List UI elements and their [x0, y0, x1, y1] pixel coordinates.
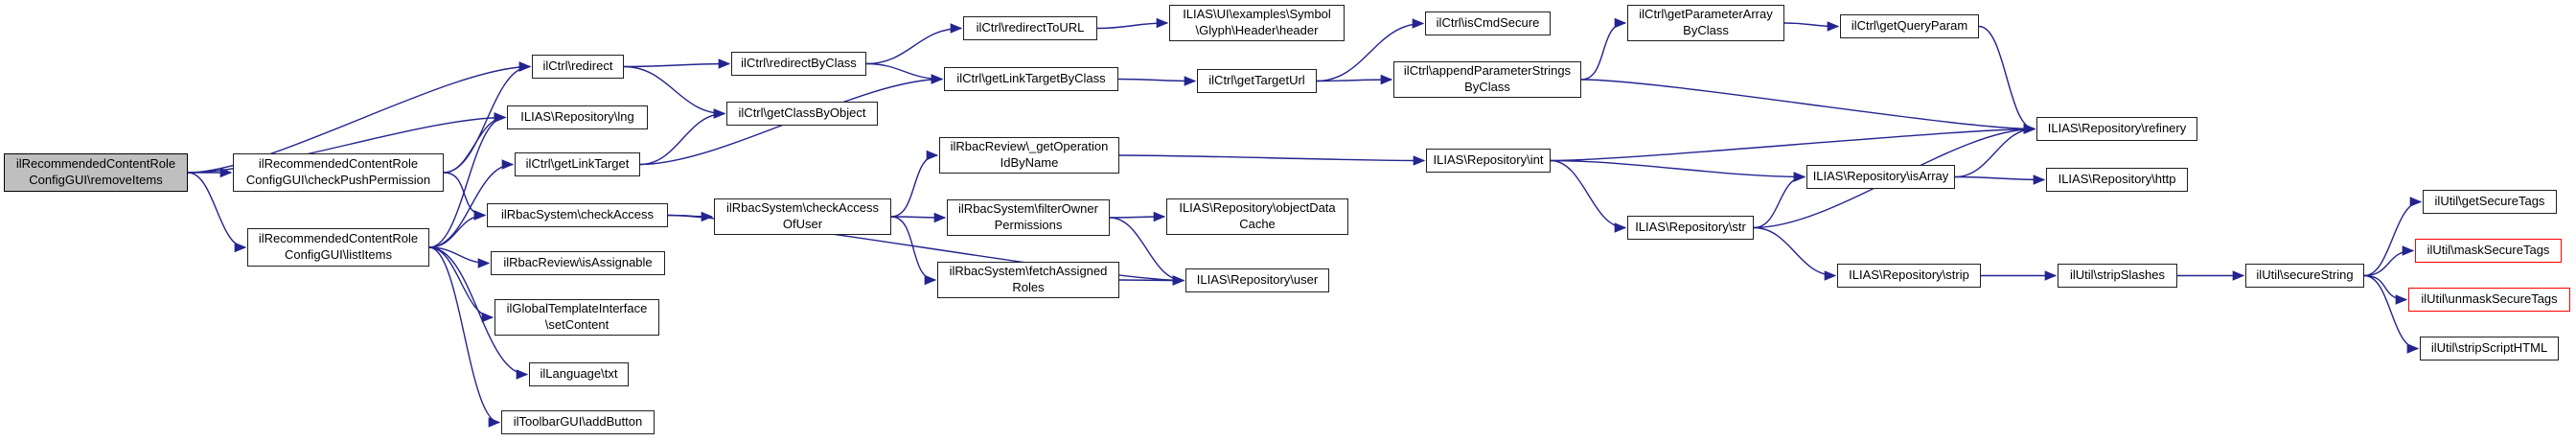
- graph-node-stripSlashes[interactable]: ilUtil\stripSlashes: [2058, 264, 2177, 288]
- graph-node-getQueryParam[interactable]: ilCtrl\getQueryParam: [1840, 14, 1979, 38]
- call-edge-appendParameterStringsByClass-getParameterArrayByClass: [1580, 17, 1627, 81]
- call-edge-redirectByClass-getLinkTargetByClass: [865, 62, 944, 84]
- graph-node-isAssignable[interactable]: ilRbacReview\isAssignable: [491, 251, 665, 275]
- call-edge-listItems-setContent: [428, 246, 494, 323]
- call-edge-int-isArray: [1550, 159, 1806, 182]
- call-edge-redirect-redirectByClass: [623, 58, 731, 69]
- call-edge-isArray-refinery: [1954, 124, 2036, 178]
- call-edge-getTargetUrl-isCmdSecure: [1316, 18, 1425, 82]
- graph-node-isArray[interactable]: ILIAS\Repository\isArray: [1806, 165, 1955, 189]
- graph-node-int[interactable]: ILIAS\Repository\int: [1426, 149, 1551, 173]
- call-edge-str-isArray: [1753, 172, 1806, 229]
- call-edge-secureString-getSecureTags: [2363, 197, 2423, 277]
- call-edge-redirectByClass-redirectToURL: [865, 23, 963, 65]
- graph-node-getLinkTarget[interactable]: ilCtrl\getLinkTarget: [515, 152, 640, 176]
- graph-node-isCmdSecure[interactable]: ilCtrl\isCmdSecure: [1425, 12, 1551, 35]
- call-edge-getLinkTargetByClass-getTargetUrl: [1117, 76, 1197, 86]
- graph-node-secureString[interactable]: ilUtil\secureString: [2245, 264, 2364, 288]
- graph-node-str[interactable]: ILIAS\Repository\str: [1627, 216, 1754, 240]
- call-edge-fetchAssignedRoles-user: [1118, 275, 1185, 286]
- graph-node-getParameterArrayByClass[interactable]: ilCtrl\getParameterArray ByClass: [1627, 5, 1784, 41]
- graph-node-appendParameterStringsByClass[interactable]: ilCtrl\appendParameterStrings ByClass: [1393, 61, 1581, 98]
- call-edge-int-refinery: [1550, 124, 2036, 162]
- graph-node-removeItems[interactable]: ilRecommendedContentRole ConfigGUI\remov…: [4, 153, 188, 192]
- call-edge-isArray-http: [1954, 174, 2046, 185]
- call-edge-getOperationIdByName-int: [1118, 154, 1426, 166]
- graph-node-txt[interactable]: ilLanguage\txt: [529, 362, 629, 386]
- call-edge-checkAccessOfUser-filterOwnerPermissions: [890, 212, 947, 223]
- call-edge-getQueryParam-refinery: [1978, 25, 2036, 134]
- call-edge-listItems-addButton: [428, 246, 501, 428]
- graph-node-getTargetUrl[interactable]: ilCtrl\getTargetUrl: [1197, 69, 1317, 93]
- call-edge-getLinkTarget-getClassByObject: [639, 108, 726, 166]
- graph-node-getLinkTargetByClass[interactable]: ilCtrl\getLinkTargetByClass: [944, 67, 1118, 91]
- graph-node-redirectByClass[interactable]: ilCtrl\redirectByClass: [731, 52, 866, 76]
- call-edge-redirectToURL-header: [1096, 17, 1169, 30]
- call-edge-appendParameterStringsByClass-refinery: [1580, 79, 2036, 134]
- graph-node-redirectToURL[interactable]: ilCtrl\redirectToURL: [963, 16, 1097, 40]
- call-edge-removeItems-redirect: [187, 61, 532, 174]
- graph-node-strip[interactable]: ILIAS\Repository\strip: [1837, 264, 1981, 288]
- call-edge-secureString-stripScriptHTML: [2363, 274, 2420, 354]
- graph-node-refinery[interactable]: ILIAS\Repository\refinery: [2036, 117, 2197, 141]
- graph-node-getSecureTags[interactable]: ilUtil\getSecureTags: [2423, 190, 2557, 214]
- call-edge-secureString-unmaskSecureTags: [2363, 274, 2408, 305]
- call-edge-listItems-getLinkTarget: [428, 159, 515, 248]
- graph-node-checkAccess[interactable]: ilRbacSystem\checkAccess: [487, 203, 668, 227]
- call-edge-filterOwnerPermissions-objectDataCache: [1109, 211, 1166, 222]
- graph-node-redirect[interactable]: ilCtrl\redirect: [532, 55, 624, 79]
- graph-node-lng[interactable]: ILIAS\Repository\lng: [507, 105, 648, 129]
- call-edge-str-strip: [1753, 226, 1837, 281]
- graph-node-getOperationIdByName[interactable]: ilRbacReview\_getOperation IdByName: [939, 137, 1119, 174]
- graph-node-listItems[interactable]: ilRecommendedContentRole ConfigGUI\listI…: [247, 228, 429, 267]
- graph-node-http[interactable]: ILIAS\Repository\http: [2046, 168, 2188, 192]
- graph-node-maskSecureTags[interactable]: ilUtil\maskSecureTags: [2415, 239, 2562, 263]
- call-edge-int-str: [1550, 159, 1627, 233]
- graph-node-filterOwnerPermissions[interactable]: ilRbacSystem\filterOwner Permissions: [947, 199, 1110, 236]
- graph-node-header[interactable]: ILIAS\UI\examples\Symbol \Glyph\Header\h…: [1169, 5, 1345, 41]
- call-edge-checkPushPermission-lng: [443, 112, 507, 174]
- graph-node-getClassByObject[interactable]: ilCtrl\getClassByObject: [726, 102, 878, 126]
- call-edge-listItems-lng: [428, 112, 507, 248]
- graph-node-objectDataCache[interactable]: ILIAS\Repository\objectData Cache: [1166, 198, 1348, 235]
- graph-node-setContent[interactable]: ilGlobalTemplateInterface \setContent: [494, 299, 659, 336]
- call-edge-getTargetUrl-appendParameterStringsByClass: [1316, 74, 1393, 85]
- call-edge-listItems-checkAccess: [428, 210, 487, 248]
- call-edge-listItems-txt: [428, 246, 529, 380]
- call-edge-removeItems-lng: [187, 112, 507, 174]
- graph-node-checkPushPermission[interactable]: ilRecommendedContentRole ConfigGUI\check…: [233, 153, 444, 192]
- call-edge-checkPushPermission-checkAccess: [443, 172, 487, 221]
- call-edge-redirect-getClassByObject: [623, 65, 726, 119]
- call-edge-checkAccessOfUser-getOperationIdByName: [890, 150, 939, 218]
- call-edge-checkAccessOfUser-fetchAssignedRoles: [890, 216, 937, 286]
- call-edge-removeItems-listItems: [187, 172, 247, 253]
- graph-node-user[interactable]: ILIAS\Repository\user: [1185, 268, 1329, 292]
- graph-node-fetchAssignedRoles[interactable]: ilRbacSystem\fetchAssigned Roles: [937, 262, 1119, 298]
- graph-node-checkAccessOfUser[interactable]: ilRbacSystem\checkAccess OfUser: [714, 198, 891, 235]
- graph-node-unmaskSecureTags[interactable]: ilUtil\unmaskSecureTags: [2408, 288, 2570, 312]
- graph-node-stripScriptHTML[interactable]: ilUtil\stripScriptHTML: [2420, 337, 2559, 361]
- call-edge-getParameterArrayByClass-getQueryParam: [1783, 21, 1840, 32]
- graph-node-addButton[interactable]: ilToolbarGUI\addButton: [501, 410, 655, 434]
- call-edge-secureString-maskSecureTags: [2363, 245, 2415, 277]
